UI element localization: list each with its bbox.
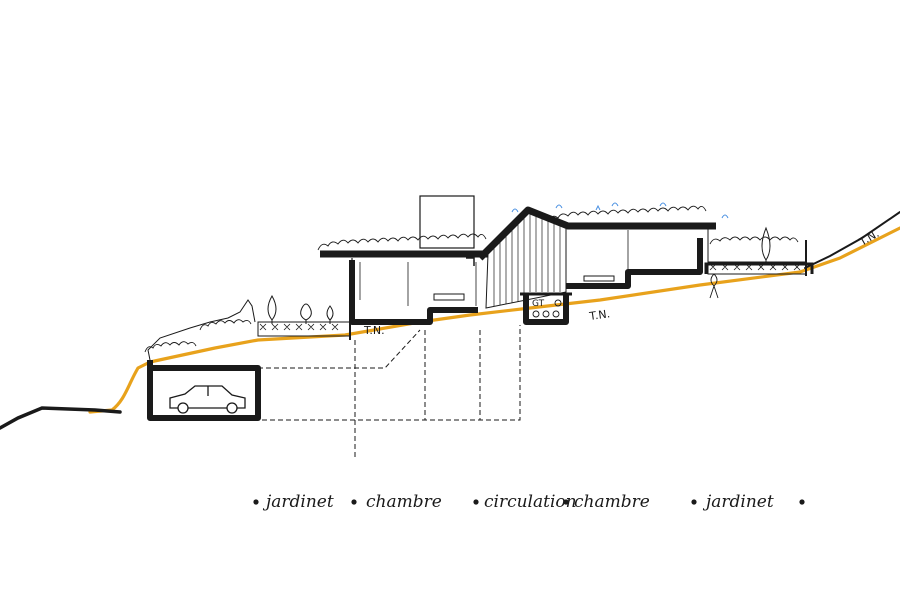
tree-right-icon [761, 226, 771, 264]
bush-cluster-left-icon [144, 319, 252, 353]
label-jardinet-right: jardinet [702, 492, 774, 512]
roof-plant-accents [511, 202, 729, 219]
right-garden-terrace [704, 236, 814, 299]
label-bullets [253, 499, 805, 505]
label-circulation: circulation [484, 492, 577, 512]
chimney [419, 195, 475, 249]
ground-marker-left: T.N. [363, 324, 385, 337]
label-jardinet-left: jardinet [262, 492, 334, 512]
ground-right [804, 211, 900, 269]
boiler-tank-icon [554, 299, 562, 307]
ground-marker-center: T.N. [588, 307, 611, 323]
boiler-label: GT [532, 299, 545, 309]
tree-icon [267, 294, 334, 324]
house-section: GT [317, 195, 729, 325]
foundation-dashed-outlines [257, 325, 521, 460]
left-garden-terrace [147, 292, 351, 361]
circulation-hatching [493, 214, 561, 306]
label-chambre-left: chambre [366, 492, 442, 512]
garage [147, 360, 261, 421]
car-icon [169, 385, 246, 414]
ground-left [0, 406, 122, 430]
natural-ground-line [88, 226, 900, 414]
label-chambre-right: chambre [574, 492, 650, 512]
ground-marker-right: T.N. [856, 227, 881, 249]
